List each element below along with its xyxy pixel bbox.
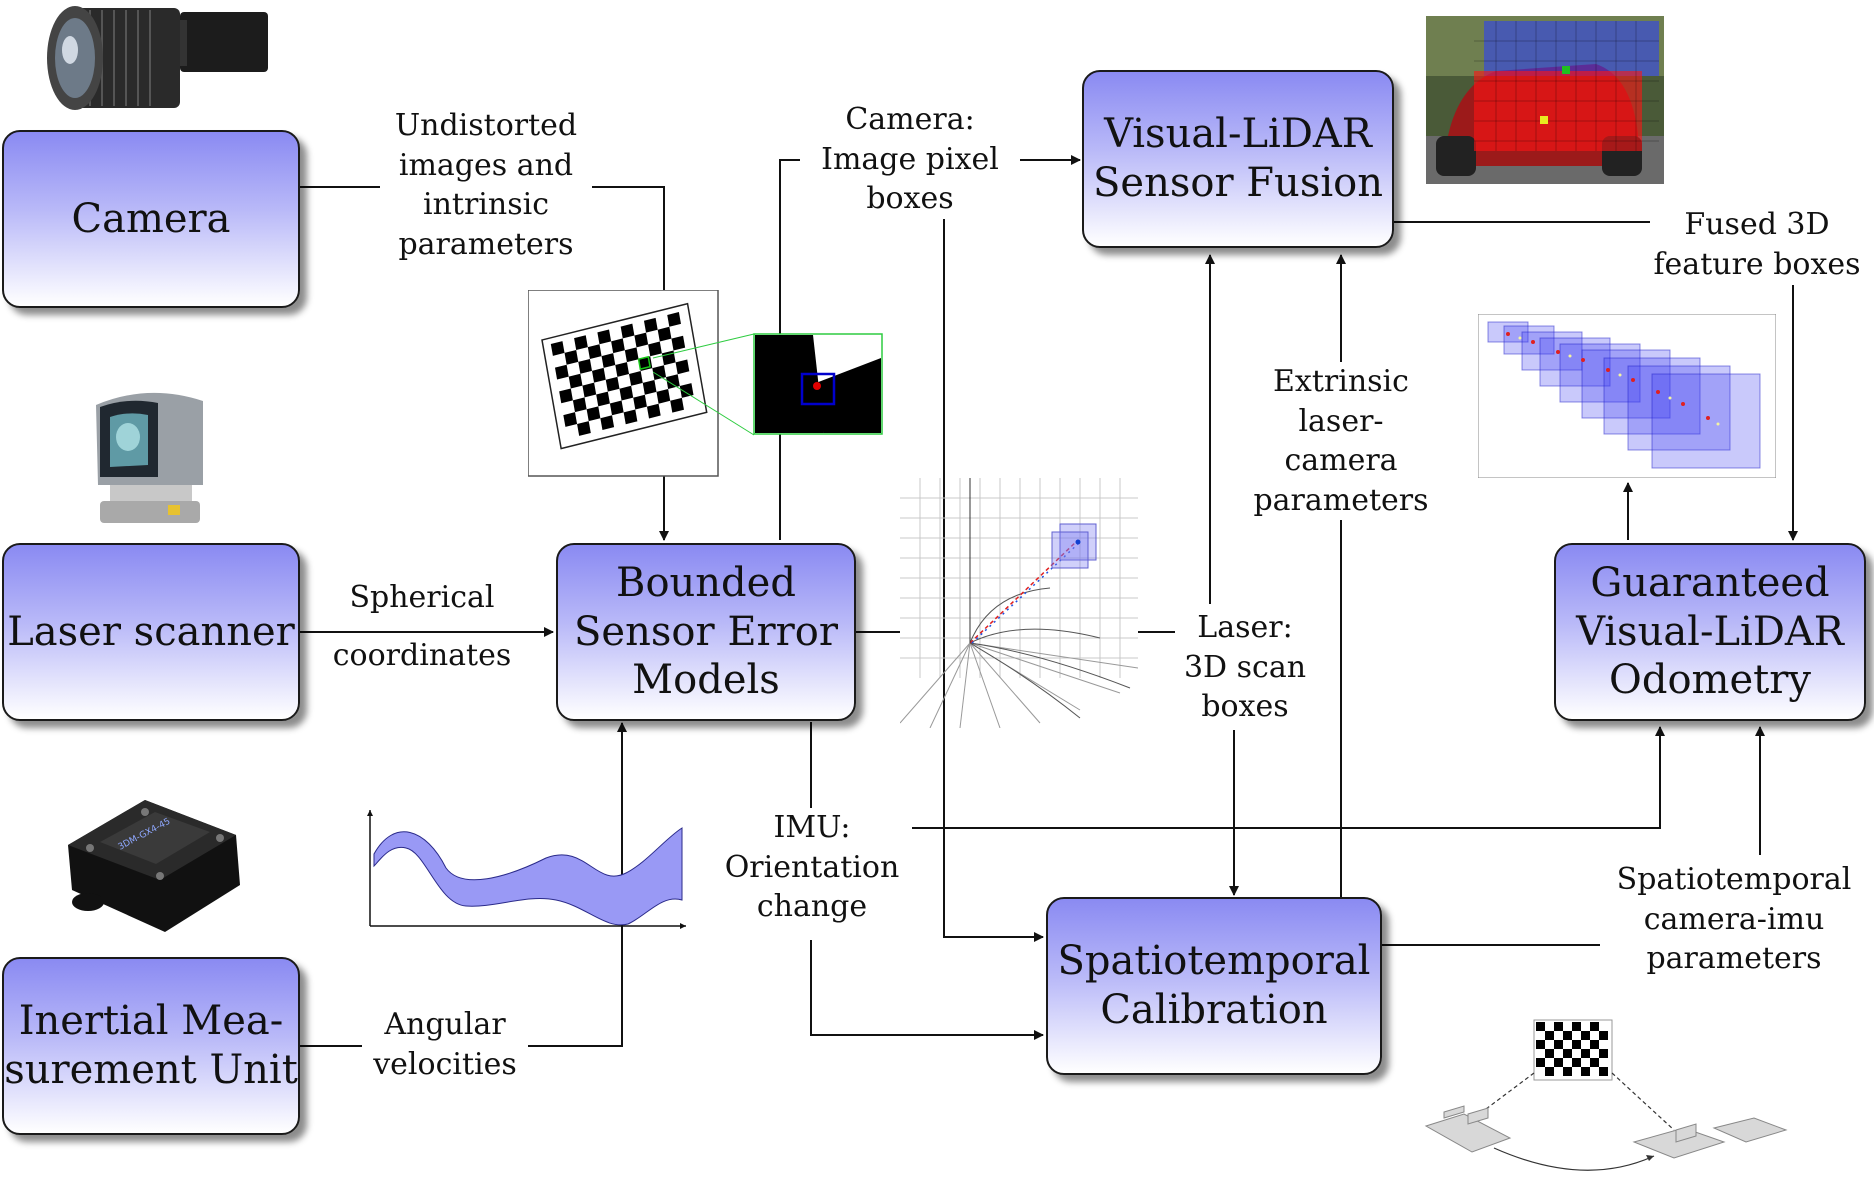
imu-block[interactable]: Inertial Mea- surement Unit [2,957,300,1135]
imu-to-odometry-arrow [912,726,1665,829]
laser-scanner-device-image [96,392,203,523]
spatiotemporal-parameters-label: Spatiotemporal camera-imu parameters [1600,860,1868,979]
imu-device-image: 3DM-GX4-45 [68,800,240,932]
visual-lidar-sensor-fusion-block[interactable]: Visual-LiDAR Sensor Fusion [1082,70,1394,248]
laser-scanner-block[interactable]: Laser scanner [2,543,300,721]
checkerboard-figure [528,290,883,477]
bounded-sensor-error-models-block[interactable]: Bounded Sensor Error Models [556,543,856,721]
calibration-setup-figure [1424,1019,1788,1171]
odometry-trajectory-figure [1478,314,1776,478]
angular-velocities-label: Angular velocities [362,1005,528,1085]
camera-pixel-boxes-label: Camera: Image pixel boxes [800,100,1020,219]
figure-to-calibration-arrow [943,216,1044,942]
extrinsic-parameters-label: Extrinsic laser- camera parameters [1246,362,1436,521]
fused-feature-boxes-label: Fused 3D feature boxes [1650,205,1864,285]
spherical-label-bottom: coordinates [332,638,512,673]
laser-scan-boxes-label: Laser: 3D scan boxes [1175,608,1315,727]
guaranteed-odometry-block[interactable]: Guaranteed Visual-LiDAR Odometry [1554,543,1866,721]
angular-velocity-band-plot [367,810,686,929]
angular-to-models-arrow [528,722,627,1047]
camera-block[interactable]: Camera [2,130,300,308]
spherical-label-top: Spherical [349,580,495,615]
laser-projection-figure [900,478,1138,728]
imu-orientation-label: IMU: Orientation change [712,808,912,927]
imu-to-calibration-arrow [810,940,1044,1040]
camera-device-image [47,6,268,110]
undistorted-images-label: Undistorted images and intrinsic paramet… [380,106,592,265]
spatiotemporal-calibration-block[interactable]: Spatiotemporal Calibration [1046,897,1382,1075]
car-feature-boxes-image [1426,16,1664,184]
